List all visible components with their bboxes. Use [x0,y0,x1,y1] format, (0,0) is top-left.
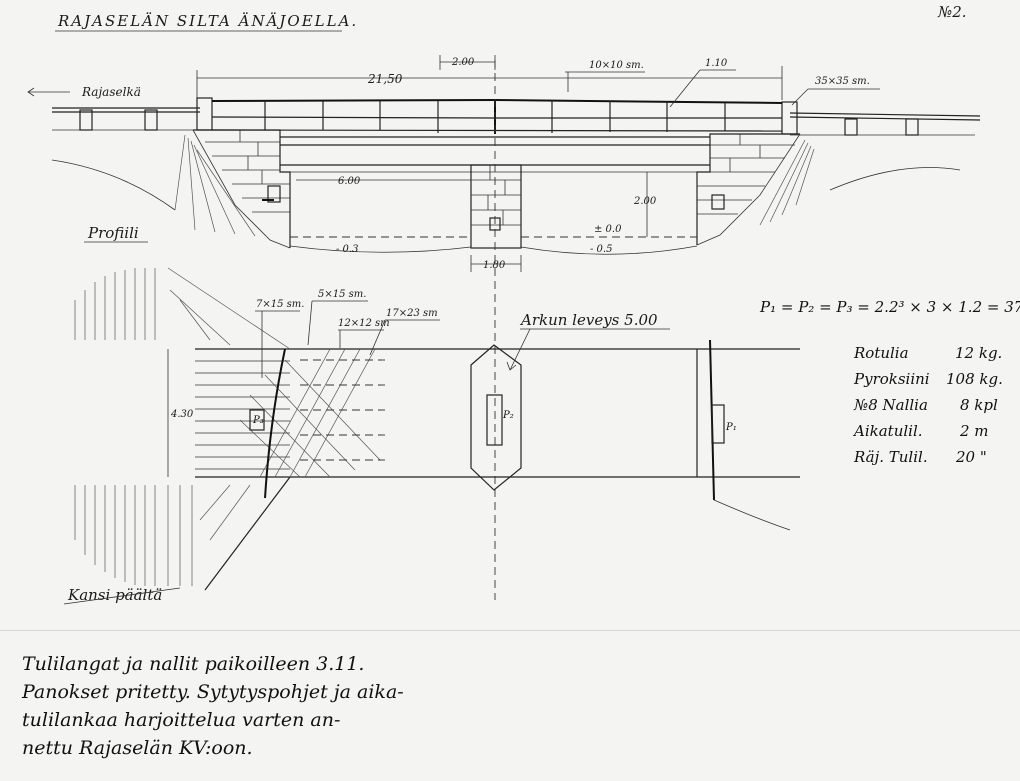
left-abutment [192,129,291,249]
direction-arrowhead [27,87,35,97]
charge-p3-box [249,409,265,431]
dim-pier-gap: 2.00 [451,57,475,68]
guard-post [844,118,858,136]
pier-crib [470,344,522,491]
dim-span-total: 21,50 [367,72,403,86]
guard-post [905,118,919,136]
embankment-hatch-upper [74,267,291,350]
material-qty: 8 kpl [960,396,998,414]
dim-plank-d: 17×23 sm [386,308,438,319]
level-right-label: - 0.5 [590,244,612,255]
material-qty: 12 kg. [955,344,1002,362]
center-pier [470,164,522,249]
right-slope [759,139,961,226]
note-line: Panokset pritetty. Sytytyspohjet ja aika… [21,681,404,703]
dim-plank-b: 5×15 sm. [318,289,366,300]
river-bed-right [520,245,698,255]
guard-post [79,109,93,131]
sheet-number: №2. [937,3,967,21]
charge-calculation: P₁ = P₂ = P₃ = 2.2³ × 3 × 1.2 = 37 ≠ 40 … [759,298,1020,466]
left-crib-face [264,348,286,499]
right-bank [713,499,791,531]
left-slope [51,134,256,237]
road-right-edge [789,116,981,121]
material-name: Pyroksiini [853,370,930,388]
plan-label: Kansi päältä [67,586,162,604]
deck-plan: 4.30 7×15 sm. 5×15 sm. 12×12 sm 17×23 sm… [63,60,800,605]
drawing-title: RAJASELÄN SILTA ÄNÄJOELLA. [57,12,358,30]
guard-post [144,109,158,131]
profile-label: Profiili [87,224,139,242]
material-qty: 20 " [955,448,987,466]
note-line: Tulilangat ja nallit paikoilleen 3.11. [22,653,364,675]
railing-top-left [211,99,496,102]
charge-p1-label: P₁ [725,422,737,433]
note-line: nettu Rajaselän KV:oon. [22,737,253,759]
deck-surface [211,129,783,132]
water-zero-label: ± 0.0 [594,224,622,235]
dim-beam-size: 10×10 sm. [589,60,644,71]
road-right [789,112,981,117]
end-post-right [781,101,798,135]
railing-top-right [494,99,783,104]
crib-width-label: Arkun leveys 5.00 [519,311,658,329]
material-name: Räj. Tulil. [853,448,928,466]
charge-p3-label: P₃ [252,415,264,426]
material-name: Aikatulil. [852,422,923,440]
direction-label: Rajaselkä [81,85,141,99]
profile-elevation: Rajaselkä [27,55,981,272]
end-post-left [196,97,213,131]
embankment-hatch-lower [74,476,291,591]
material-qty: 2 m [959,422,989,440]
diagonal-planks [239,348,385,478]
dim-left-span: 6.00 [338,176,361,187]
dim-plank-a: 7×15 sm. [256,299,304,310]
charge-p2-box [486,394,503,446]
note-line: tulilankaa harjoittelua varten an- [22,709,340,731]
charge-formula: P₁ = P₂ = P₃ = 2.2³ × 3 × 1.2 = 37 ≠ 40 … [759,298,1020,316]
right-abutment [696,133,801,246]
deck-planking [195,360,290,470]
material-name: №8 Nallia [853,396,928,414]
dim-plank-c: 12×12 sm [338,318,390,329]
material-name: Rotulia [853,344,909,362]
dim-deck-width: 4.30 [170,409,194,420]
river-bed-left [289,245,472,253]
charge-p2-label: P₂ [502,410,514,421]
level-left-label: - 0.3 [336,244,358,255]
dim-pier-width: 1.80 [483,260,506,271]
dim-post-size: 35×35 sm. [815,76,870,87]
handwritten-note: Tulilangat ja nallit paikoilleen 3.11. P… [21,653,404,759]
dim-pier-height: 2.00 [633,196,657,207]
railing-mid [211,116,496,119]
dim-rail-height: 1.10 [705,58,728,69]
paper-fold-line [0,630,1020,631]
material-qty: 108 kg. [946,370,1003,388]
charge-p1-box [711,404,725,444]
